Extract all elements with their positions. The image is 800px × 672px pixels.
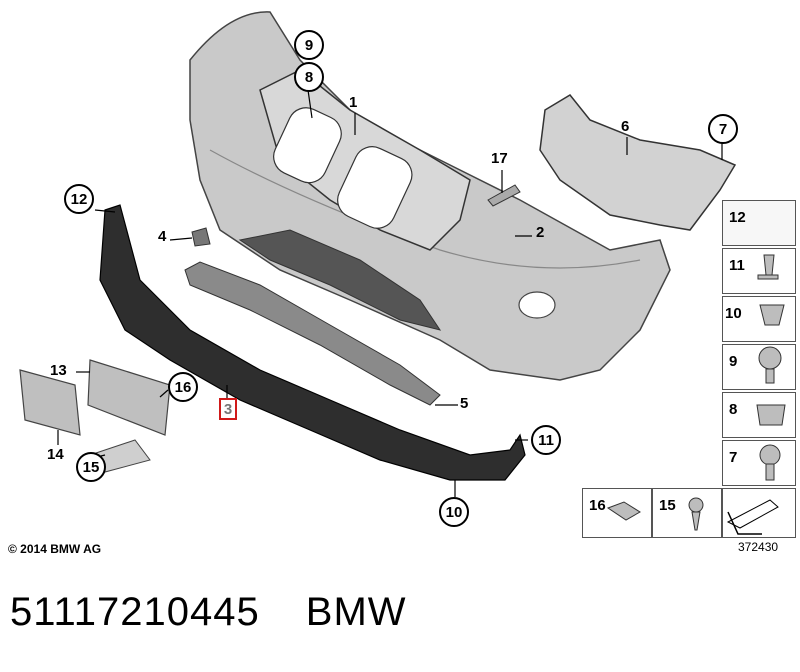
callout-16-label: 16	[174, 378, 192, 396]
callout-4-label: 4	[158, 228, 167, 245]
callout-13-label: 13	[50, 362, 67, 379]
legend-9-number: 9	[729, 353, 738, 370]
legend-8-number: 8	[729, 401, 738, 418]
legend-10-number: 10	[725, 305, 742, 322]
legend-item-9[interactable]: 9	[722, 344, 796, 390]
callout-5[interactable]: 5	[460, 395, 468, 412]
parts-illustration	[19, 11, 786, 535]
legend-7-number: 7	[729, 449, 738, 466]
callout-1[interactable]: 1	[349, 94, 357, 111]
part-number: 51117210445	[10, 590, 260, 634]
callout-16[interactable]: 16	[168, 372, 198, 402]
callout-5-label: 5	[460, 395, 469, 412]
callout-3-highlighted[interactable]: 3	[219, 398, 237, 420]
callout-3-label: 3	[223, 400, 233, 418]
legend-item-15[interactable]: 15	[652, 488, 722, 538]
callout-9[interactable]: 9	[294, 30, 324, 60]
legend-16-number: 16	[589, 497, 606, 514]
callout-4[interactable]: 4	[158, 228, 166, 245]
callout-15-label: 15	[82, 458, 100, 476]
grille-strip	[184, 261, 441, 406]
legend-item-12[interactable]: 12	[722, 200, 796, 246]
legend-11-number: 11	[729, 257, 745, 274]
callout-2[interactable]: 2	[536, 224, 544, 241]
legend-item-11[interactable]: 11	[722, 248, 796, 294]
parts-diagram: 9 8 1 6 7 17 12 4 2 13 16 3 5 14 15 11 1…	[19, 11, 796, 538]
part-title: 51117210445 BMW	[10, 590, 407, 635]
callout-2-label: 2	[536, 224, 545, 241]
callout-8[interactable]: 8	[294, 62, 324, 92]
brand-name: BMW	[305, 590, 407, 634]
callout-13[interactable]: 13	[50, 362, 67, 379]
callout-17-label: 17	[491, 150, 508, 167]
legend-15-number: 15	[659, 497, 676, 514]
callout-17[interactable]: 17	[491, 150, 508, 167]
license-plate-bracket-13	[87, 359, 171, 436]
bumper-bracket	[539, 94, 737, 231]
callout-15[interactable]: 15	[76, 452, 106, 482]
callout-8-label: 8	[304, 68, 314, 86]
callout-11-label: 11	[538, 431, 554, 449]
callout-11[interactable]: 11	[531, 425, 561, 455]
callout-7[interactable]: 7	[708, 114, 738, 144]
callout-14-label: 14	[47, 446, 64, 463]
callout-14[interactable]: 14	[47, 446, 64, 463]
callout-7-label: 7	[718, 120, 728, 138]
lower-trim-spoiler	[99, 204, 526, 481]
callout-9-label: 9	[304, 36, 314, 54]
legend-12-number: 12	[729, 209, 746, 226]
callout-6[interactable]: 6	[621, 118, 629, 135]
callout-12[interactable]: 12	[64, 184, 94, 214]
license-plate-bracket-14	[19, 369, 81, 436]
legend-item-10[interactable]: 10	[722, 296, 796, 342]
legend-item-arrow	[722, 488, 796, 538]
callout-12-label: 12	[70, 190, 88, 208]
legend-item-16[interactable]: 16	[582, 488, 652, 538]
callout-6-label: 6	[621, 118, 630, 135]
callout-10-label: 10	[445, 503, 463, 521]
legend-item-7[interactable]: 7	[722, 440, 796, 486]
diagram-id: 372430	[738, 540, 779, 554]
callout-1-label: 1	[349, 94, 358, 111]
legend-item-8[interactable]: 8	[722, 392, 796, 438]
copyright-text: © 2014 BMW AG	[8, 542, 102, 556]
callout-10[interactable]: 10	[439, 497, 469, 527]
